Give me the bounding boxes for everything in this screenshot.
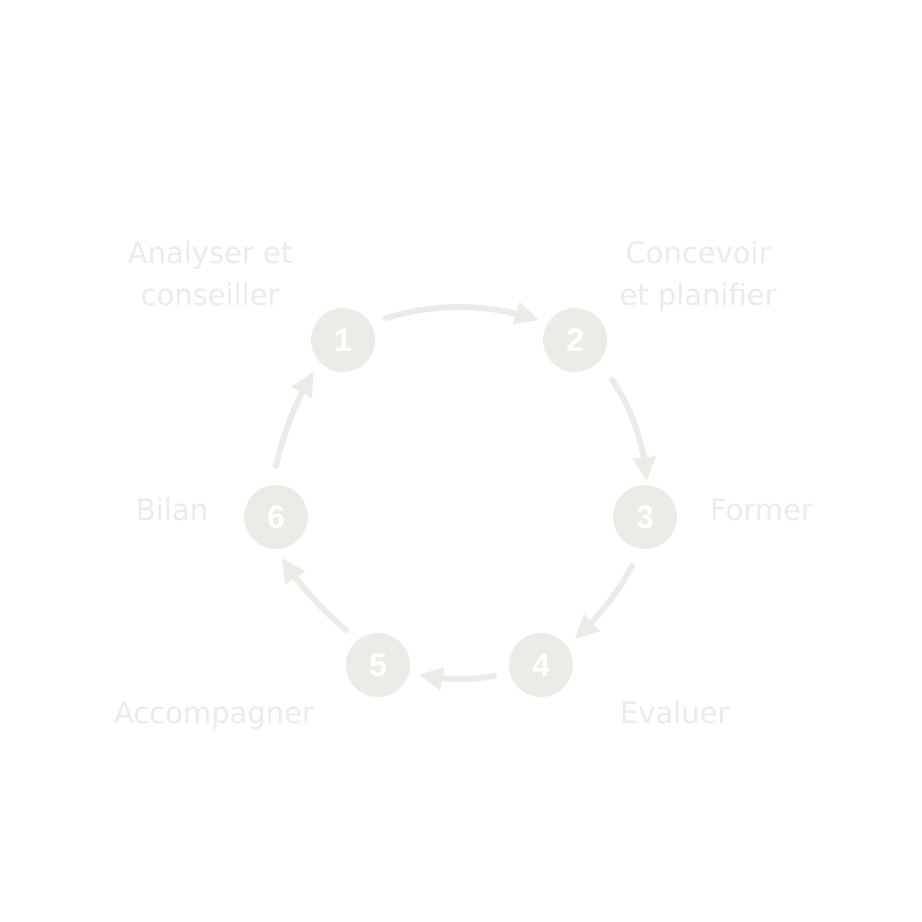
arrow-2-to-3 — [609, 377, 657, 482]
step-node: 5 — [346, 633, 410, 697]
step-label-line: Bilan — [135, 493, 208, 527]
step-number: 5 — [369, 646, 387, 683]
step-number: 1 — [334, 321, 352, 358]
step-label: Evaluer — [620, 692, 729, 734]
step-label-line: Concevoir — [625, 236, 771, 270]
step-label: Accompagner — [114, 692, 314, 734]
step-number: 6 — [267, 498, 285, 535]
step-label-line: et planifier — [619, 278, 777, 312]
step-node: 3 — [613, 485, 677, 549]
step-label: Analyser et conseiller — [110, 232, 310, 316]
step-node: 6 — [244, 485, 308, 549]
arrow-6-to-1 — [273, 371, 314, 469]
step-label-line: conseiller — [140, 278, 280, 312]
step-label: Concevoir et planifier — [598, 232, 798, 316]
step-node: 4 — [509, 633, 573, 697]
step-label-line: Former — [710, 493, 813, 527]
step-label: Former — [710, 489, 813, 531]
arrow-3-to-4 — [574, 563, 635, 639]
step-node: 2 — [543, 308, 607, 372]
step-label-line: Accompagner — [114, 696, 314, 730]
step-number: 3 — [636, 498, 654, 535]
step-label: Bilan — [90, 489, 208, 531]
arrow-5-to-6 — [282, 558, 349, 633]
arrow-1-to-2 — [383, 301, 539, 325]
step-number: 4 — [532, 646, 550, 683]
step-label-line: Evaluer — [620, 696, 730, 730]
step-number: 2 — [566, 321, 584, 358]
step-node: 1 — [311, 308, 375, 372]
step-label-line: Analyser et — [127, 236, 293, 270]
arrow-4-to-5 — [418, 667, 497, 691]
